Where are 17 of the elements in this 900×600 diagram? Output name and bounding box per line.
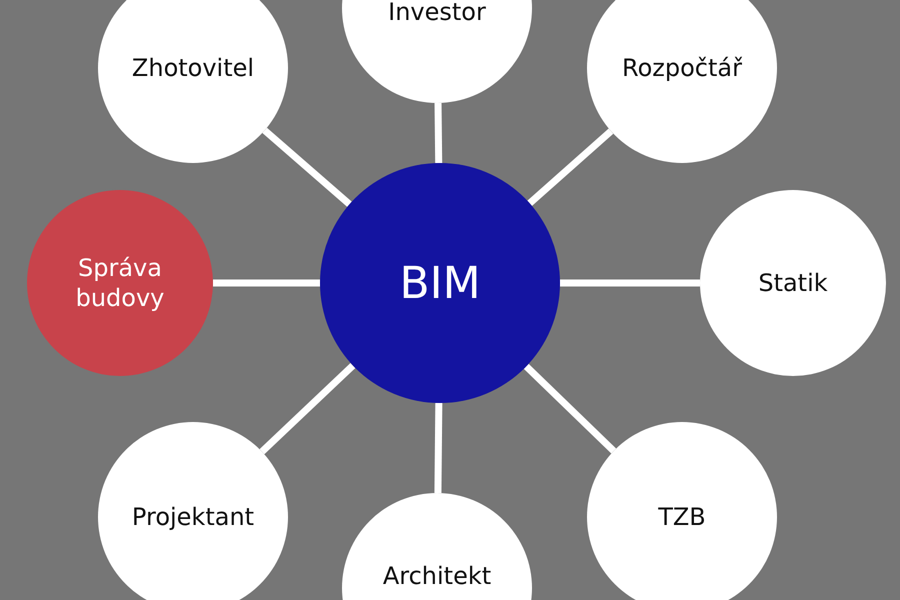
connector-line [524, 364, 616, 454]
node-label: Statik [758, 268, 828, 298]
connector-line [560, 280, 700, 286]
connector-line [434, 402, 442, 494]
connector-line [527, 128, 614, 206]
connector-line [262, 128, 352, 207]
connector-line [213, 280, 320, 286]
node-label: Projektant [132, 502, 254, 532]
node-label: Rozpočtář [622, 53, 742, 83]
connector-line [434, 102, 442, 164]
node-label: Správa budovy [74, 253, 166, 313]
node-label: Architekt [382, 561, 492, 591]
node-label: TZB [658, 502, 706, 532]
node-label: Zhotovitel [132, 53, 254, 83]
node-label: Investor [388, 0, 486, 27]
connector-line [260, 363, 356, 454]
node-label: BIM [399, 256, 481, 310]
